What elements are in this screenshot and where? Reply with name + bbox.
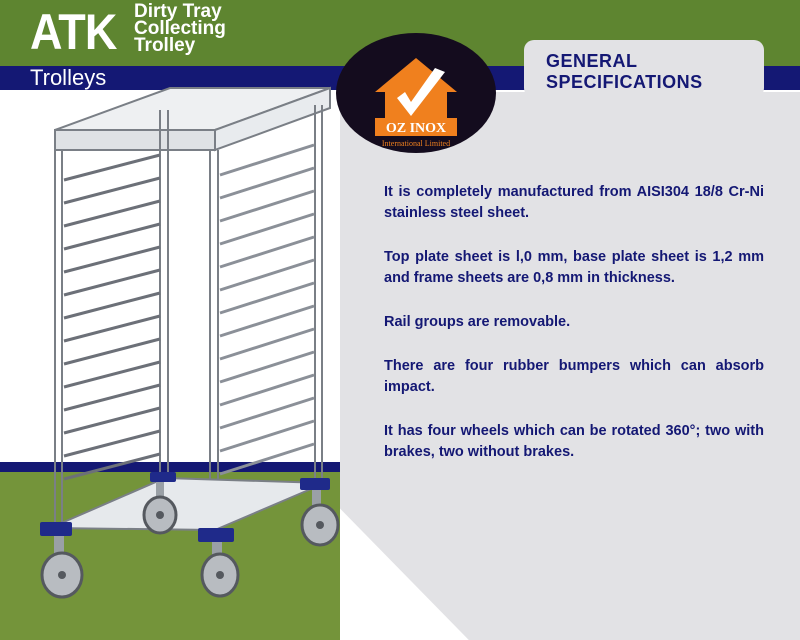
spec-item-rails: Rail groups are removable. [384,314,571,330]
specifications-title-line: GENERAL [546,51,638,71]
category-label: Trolleys [30,65,107,90]
product-name-line: Dirty Tray [134,1,222,22]
specifications-header-box [524,40,764,98]
oz-inox-logo: OZ INOX International Limited [336,33,496,153]
specifications-panel [340,92,800,640]
logo-brand-text: OZ INOX [386,121,446,136]
specifications-title: GENERAL SPECIFICATIONS [546,51,703,93]
spec-item-thickness: Top plate sheet is l,0 mm, base plate sh… [384,249,764,286]
product-code: ATK [30,4,117,60]
spec-item-wheels: It has four wheels which can be rotated … [384,423,764,460]
spec-item-material: It is completely manufactured from AISI3… [384,184,764,221]
spec-item-bumpers: There are four rubber bumpers which can … [384,358,764,395]
specifications-list: It is completely manufactured from AISI3… [384,182,764,486]
logo-tagline-text: International Limited [382,139,450,148]
product-name-line: Collecting [134,18,226,39]
specifications-title-line: SPECIFICATIONS [546,72,703,92]
product-name: Dirty Tray Collecting Trolley [134,1,274,56]
product-name-line: Trolley [134,35,196,56]
